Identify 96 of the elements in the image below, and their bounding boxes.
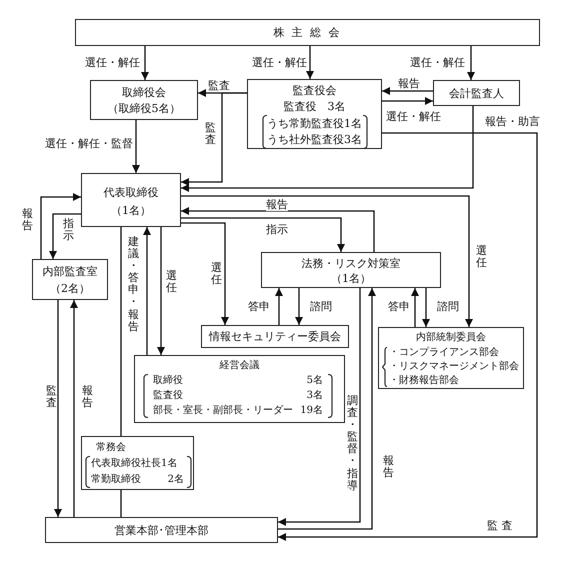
box-title: 内部監査室 — [42, 265, 98, 278]
box-text: 部長・室長・副部長・リーダー — [153, 404, 293, 417]
edge-label: 選任・解任 — [252, 56, 307, 69]
box-title: 代表取締役 — [102, 186, 160, 199]
box-title: 営業本部･管理本部 — [114, 524, 210, 537]
edge-label: 指示 — [266, 223, 288, 236]
arrow — [181, 217, 345, 252]
org-box — [433, 80, 520, 106]
arrow — [70, 300, 78, 517]
box-text: ・財務報告部会 — [389, 374, 459, 387]
org-box — [45, 517, 278, 543]
arrow — [382, 87, 433, 95]
edge-label: 諮問 — [437, 300, 459, 313]
edge-label: 建議・答申・報告 — [128, 236, 139, 333]
org-box — [261, 252, 441, 288]
edge-label: 選任・解任 — [410, 56, 465, 69]
arrow — [422, 288, 430, 327]
arrow — [411, 288, 419, 327]
org-box — [90, 80, 198, 120]
box-text: 取締役 — [153, 374, 183, 387]
box-text: 監査役 — [153, 389, 183, 402]
edge-label: 選任 — [211, 262, 222, 286]
arrow — [181, 92, 247, 186]
org-box — [75, 19, 540, 46]
box-title: 取締役会 — [121, 86, 167, 99]
arrow — [467, 46, 475, 80]
arrow — [54, 300, 62, 517]
box-text: 監査役 3名 — [282, 100, 346, 113]
edge-label: 諮問 — [310, 300, 332, 313]
edge-label: 報告 — [82, 385, 93, 410]
edge-label: 選任 — [476, 245, 487, 270]
edge-label: 選任・解任・監督 — [45, 137, 133, 150]
box-title: 会計監査人 — [448, 87, 505, 100]
org-box — [81, 436, 194, 490]
box-text: 2名 — [168, 473, 184, 486]
arrow — [181, 207, 375, 252]
arrow — [143, 227, 151, 355]
org-box — [201, 325, 349, 348]
arrow — [132, 120, 140, 173]
box-text: 常勤取締役 — [91, 473, 141, 486]
arrow — [275, 288, 283, 325]
connector-line — [120, 227, 122, 436]
arrow — [141, 46, 149, 80]
edge-label: 監査 — [46, 385, 57, 410]
box-text: ・リスクマネージメント部会 — [389, 360, 519, 373]
box-text: うち社外監査役3名 — [266, 133, 363, 146]
box-text: （1名） — [110, 204, 152, 217]
edge-label: 答申 — [248, 300, 270, 313]
arrow — [40, 193, 81, 259]
edge-label: 報告 — [266, 198, 288, 211]
edge-label: 調査・監督・指導 — [347, 395, 358, 492]
box-text: うち常勤監査役1名 — [266, 117, 363, 130]
edge-label: 監 査 — [487, 519, 512, 532]
org-box — [32, 259, 108, 300]
edge-label: 報告 — [398, 77, 420, 90]
edge-label: 報告 — [383, 455, 394, 480]
edge-label: 選任・解任 — [386, 110, 441, 123]
arrow — [278, 288, 361, 526]
box-text: （1名） — [330, 272, 372, 285]
box-title: 株 主 総 会 — [272, 26, 343, 39]
arrow — [181, 195, 473, 327]
arrow — [306, 46, 314, 79]
org-box — [378, 327, 524, 389]
box-text: （2名） — [49, 282, 91, 295]
edge-label: 答申 — [388, 300, 410, 313]
org-box — [247, 79, 382, 149]
arrow — [181, 106, 474, 192]
box-title: 常務会 — [96, 441, 126, 454]
org-box — [134, 355, 345, 423]
connector-line — [120, 490, 122, 517]
box-text: 19名 — [300, 404, 323, 417]
org-box — [81, 173, 181, 227]
edge-label: 報告 — [22, 208, 33, 232]
arrow — [49, 213, 81, 259]
arrow — [181, 222, 229, 325]
edge-label: 選任・解任 — [85, 56, 140, 69]
edge-label: 指示 — [63, 218, 74, 242]
arrow — [382, 97, 433, 105]
arrow — [278, 288, 376, 530]
box-title: 情報セキュリティー委員会 — [208, 330, 342, 343]
edge-label: 選任 — [166, 270, 177, 294]
box-text: （取締役5名） — [106, 102, 182, 115]
edge-label: 報告・助言 — [485, 115, 540, 128]
edge-label: 監査 — [205, 122, 216, 146]
box-text: ・コンプライアンス部会 — [389, 346, 499, 359]
arrow — [157, 227, 165, 355]
box-title: 内部統制委員会 — [415, 331, 487, 344]
box-text: 代表取締役社長1名 — [91, 457, 178, 470]
arrow — [278, 132, 538, 541]
box-title: 監査役会 — [292, 84, 338, 97]
box-text: 5名 — [306, 374, 323, 387]
box-title: 経営会議 — [218, 359, 260, 372]
arrow — [295, 288, 303, 325]
box-title: 法務・リスク対策室 — [300, 257, 402, 270]
edge-label: 監査 — [208, 79, 230, 92]
box-text: 3名 — [306, 389, 323, 402]
